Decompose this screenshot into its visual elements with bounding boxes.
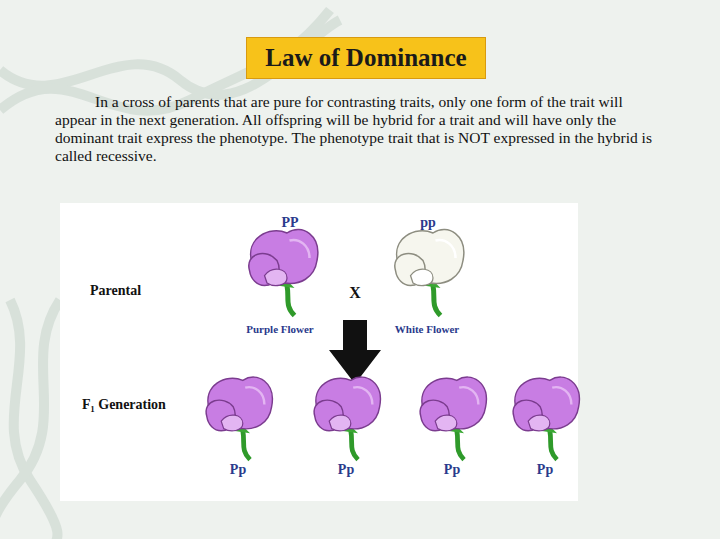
- cross-arrow: [329, 320, 381, 384]
- pea-flower: [513, 377, 579, 460]
- genotype: Pp: [230, 462, 246, 478]
- generation-label: Parental: [90, 283, 141, 299]
- figure-panel: [60, 203, 578, 501]
- generation-label: F₁ Generation: [82, 397, 166, 413]
- title-box: Law of Dominance: [246, 37, 486, 79]
- genotype: pp: [420, 215, 436, 231]
- pea-flower: [395, 230, 464, 316]
- cross-symbol: X: [349, 284, 361, 302]
- pea-flower: [314, 377, 380, 460]
- pea-flower: [206, 377, 272, 460]
- pea-flower: [420, 377, 486, 460]
- genotype: Pp: [338, 462, 354, 478]
- genotype: Pp: [537, 462, 553, 478]
- description: In a cross of parents that are pure for …: [55, 93, 667, 165]
- genotype: PP: [281, 215, 298, 231]
- genotype: Pp: [444, 462, 460, 478]
- title: Law of Dominance: [265, 44, 466, 72]
- pea-flower: [249, 230, 318, 316]
- phenotype-label: Purple Flower: [246, 323, 314, 335]
- phenotype-label: White Flower: [395, 323, 459, 335]
